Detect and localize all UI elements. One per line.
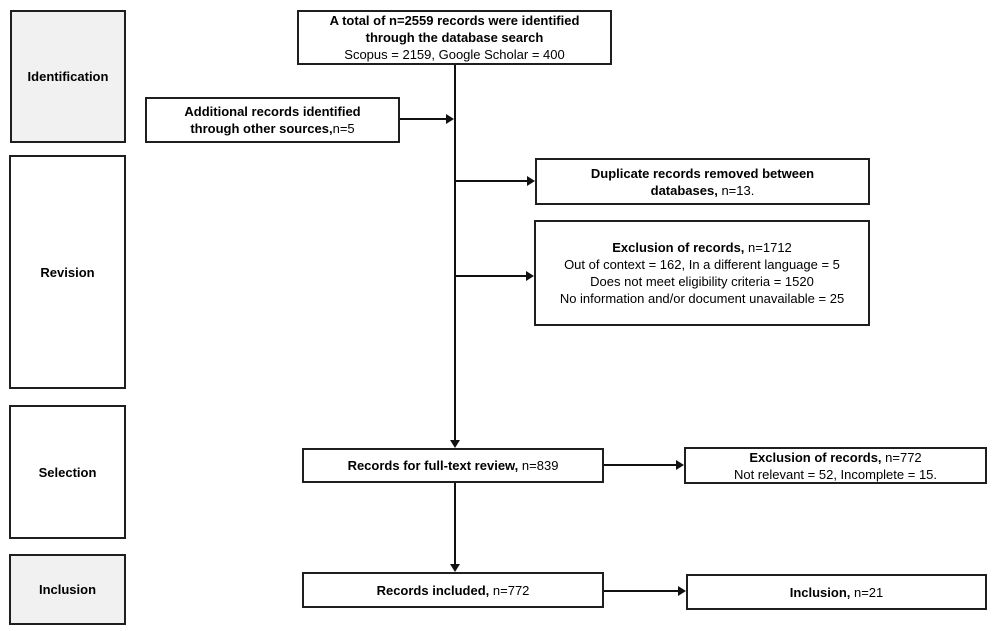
arrow-main-vertical-head [450, 440, 460, 448]
box-additional-records-line2: through other sources,n=5 [190, 121, 355, 136]
arrow-included-to-final-line [604, 590, 678, 592]
stage-revision: Revision [9, 155, 126, 389]
arrow-to-duplicates-line [455, 180, 527, 182]
box-duplicates-removed-line2: databases, n=13. [650, 182, 755, 198]
box-total-records-line1: A total of n=2559 records were identifie… [329, 13, 580, 28]
box-total-records: A total of n=2559 records were identifie… [297, 10, 612, 65]
box-additional-records: Additional records identified through ot… [145, 97, 400, 143]
stage-selection-label: Selection [38, 464, 97, 480]
arrow-additional-to-main-line [400, 118, 446, 120]
box-inclusion-final-line: Inclusion, n=21 [789, 584, 884, 600]
stage-selection: Selection [9, 405, 126, 539]
box-additional-records-line1: Additional records identified [184, 104, 361, 119]
box-duplicates-removed: Duplicate records removed between databa… [535, 158, 870, 205]
arrow-to-exclusion-revision-head [526, 271, 534, 281]
box-exclusion-revision-detail2: Does not meet eligibility criteria = 152… [590, 274, 814, 289]
box-exclusion-selection: Exclusion of records, n=772 Not relevant… [684, 447, 987, 484]
box-duplicates-removed-line1: Duplicate records removed between [590, 165, 815, 181]
box-exclusion-selection-detail: Not relevant = 52, Incomplete = 15. [733, 466, 938, 482]
arrow-fulltext-to-exclusion-head [676, 460, 684, 470]
arrow-main-vertical-line [454, 65, 456, 441]
arrow-included-to-final-head [678, 586, 686, 596]
arrow-fulltext-to-included-line [454, 483, 456, 564]
box-exclusion-revision: Exclusion of records, n=1712 Out of cont… [534, 220, 870, 326]
box-fulltext-review: Records for full-text review, n=839 [302, 448, 604, 483]
arrow-to-exclusion-revision-line [455, 275, 526, 277]
box-inclusion-final: Inclusion, n=21 [686, 574, 987, 610]
box-total-records-line2: through the database search [365, 30, 544, 45]
stage-revision-label: Revision [40, 264, 95, 280]
box-records-included: Records included, n=772 [302, 572, 604, 608]
stage-identification: Identification [10, 10, 126, 143]
box-exclusion-revision-detail3: No information and/or document unavailab… [559, 291, 845, 306]
box-total-records-line3: Scopus = 2159, Google Scholar = 400 [344, 47, 565, 62]
box-fulltext-review-line: Records for full-text review, n=839 [347, 458, 559, 473]
box-exclusion-revision-detail1: Out of context = 162, In a different lan… [564, 257, 840, 272]
arrow-to-duplicates-head [527, 176, 535, 186]
stage-inclusion: Inclusion [9, 554, 126, 625]
box-records-included-line: Records included, n=772 [376, 582, 530, 598]
arrow-fulltext-to-exclusion-line [604, 464, 676, 466]
arrow-additional-to-main-head [446, 114, 454, 124]
box-exclusion-selection-title: Exclusion of records, n=772 [749, 449, 922, 465]
stage-inclusion-label: Inclusion [38, 582, 97, 597]
stage-identification-label: Identification [27, 69, 109, 84]
box-exclusion-revision-title: Exclusion of records, n=1712 [612, 240, 792, 255]
arrow-fulltext-to-included-head [450, 564, 460, 572]
